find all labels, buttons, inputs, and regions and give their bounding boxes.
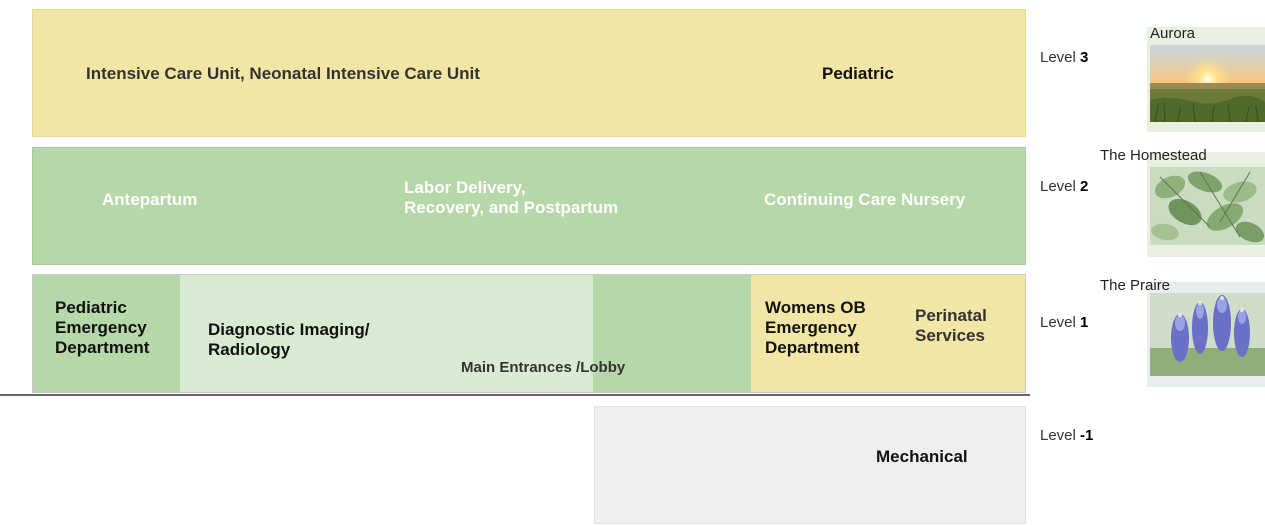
oak-leaves-photo-icon	[1150, 167, 1265, 245]
level-2-band	[32, 147, 1026, 265]
perinatal-line-1: Perinatal	[915, 306, 987, 325]
level-1-label: Level 1	[1040, 314, 1089, 331]
antepartum-label: Antepartum	[102, 190, 198, 209]
womens-ob-emergency-label: Womens OB Emergency Department	[765, 298, 866, 358]
ped-er-line-3: Department	[55, 338, 150, 358]
womens-ob-zone	[751, 275, 1025, 392]
labor-delivery-label: Labor Delivery, Recovery, and Postpartum	[404, 178, 618, 218]
main-entrance-lobby-label: Main Entrances /Lobby	[461, 359, 626, 376]
perinatal-line-2: Services	[915, 326, 985, 346]
ob-line-2: Emergency	[765, 318, 857, 338]
level-minus-1-band	[594, 406, 1026, 524]
level-2-label: Level 2	[1040, 178, 1089, 195]
continuing-care-nursery-label: Continuing Care Nursery	[764, 190, 966, 209]
aurora-title: Aurora	[1150, 25, 1196, 42]
icu-nicu-label: Intensive Care Unit, Neonatal Intensive …	[86, 64, 480, 83]
homestead-title: The Homestead	[1100, 147, 1207, 164]
mechanical-label: Mechanical	[876, 447, 968, 466]
diagnostic-imaging-label: Diagnostic Imaging/ Radiology	[208, 320, 370, 360]
ob-line-1: Womens OB	[765, 298, 866, 317]
level-3-band	[32, 9, 1026, 137]
ped-er-line-1: Pediatric	[55, 298, 127, 317]
labor-delivery-line-2: Recovery, and Postpartum	[404, 198, 619, 218]
diag-line-1: Diagnostic Imaging/	[208, 320, 370, 339]
diag-line-2: Radiology	[208, 340, 291, 360]
main-entrance-zone	[593, 275, 751, 392]
pediatric-emergency-label: Pediatric Emergency Department	[55, 298, 149, 358]
pediatric-label: Pediatric	[822, 64, 894, 83]
level-minus-1-label: Level -1	[1040, 427, 1094, 444]
perinatal-services-label: Perinatal Services	[915, 306, 987, 346]
bluebonnet-flowers-photo-icon	[1150, 293, 1265, 376]
sunrise-field-photo-icon	[1150, 45, 1265, 122]
ob-line-3: Department	[765, 338, 860, 358]
level-3-label: Level 3	[1040, 49, 1089, 66]
ground-divider-line	[0, 394, 1030, 396]
diagnostic-imaging-zone	[180, 275, 593, 392]
praire-title: The Praire	[1100, 277, 1171, 294]
labor-delivery-line-1: Labor Delivery,	[404, 178, 526, 197]
ped-er-line-2: Emergency	[55, 318, 147, 338]
pediatric-emergency-zone	[33, 275, 180, 392]
